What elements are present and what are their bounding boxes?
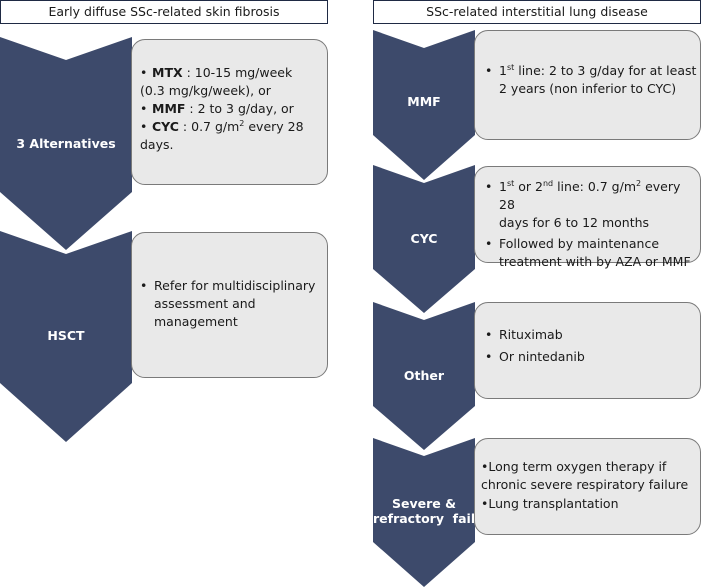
card-other: •Rituximab •Or nintedanib [474, 302, 701, 399]
chevron-cyc: CYC [373, 165, 475, 313]
chevron-other: Other [373, 302, 475, 450]
list-item-mmf: •MMF : 2 to 3 g/day, or [140, 101, 294, 116]
card-cyc: •1st or 2nd line: 0.7 g/m2 every 28 days… [474, 166, 701, 269]
list-item-oxygen-therapy: •Long term oxygen therapy if chronic sev… [481, 459, 689, 492]
chevron-shape [373, 30, 475, 180]
list-item-nintedanib: •Or nintedanib [485, 349, 585, 364]
chevron-severe-refractory: Severe & refractory failure [373, 438, 499, 587]
chevron-shape [373, 438, 475, 587]
chevron-shape [373, 165, 475, 313]
chevron-label: 3 Alternatives [16, 136, 116, 151]
list-item-lung-transplantation: •Lung transplantation [481, 496, 619, 511]
list-item-cyc-maintenance: •Followed by maintenance treatment with … [485, 236, 691, 269]
list-item-mtx: •MTX : 10-15 mg/week (0.3 mg/kg/week), o… [140, 65, 293, 98]
chevron-label: HSCT [47, 328, 85, 343]
chevron-shape [0, 37, 132, 250]
card-hsct: •Refer for multidisciplinary assessment … [131, 232, 328, 378]
card-mmf: •1st line: 2 to 3 g/day for at least 2 y… [474, 30, 701, 140]
chevron-label: Severe & refractory failure [373, 496, 499, 526]
chevron-label: MMF [407, 94, 441, 109]
right-column-header: SSc-related interstitial lung disease [373, 0, 701, 24]
left-column-header: Early diffuse SSc-related skin fibrosis [0, 0, 328, 24]
chevron-shape [0, 231, 132, 442]
chevron-label: CYC [410, 231, 438, 246]
list-item-cyc-line: •1st or 2nd line: 0.7 g/m2 every 28 days… [485, 178, 681, 230]
card-severe-refractory: •Long term oxygen therapy if chronic sev… [474, 438, 701, 535]
list-item-cyc: •CYC : 0.7 g/m2 every 28 days. [140, 118, 304, 152]
chevron-shape [373, 302, 475, 450]
chevron-3-alternatives: 3 Alternatives [0, 37, 132, 250]
chevron-label: Other [403, 368, 445, 383]
chevron-mmf: MMF [373, 30, 475, 180]
list-item-refer: •Refer for multidisciplinary assessment … [140, 278, 316, 329]
list-item-rituximab: •Rituximab [485, 327, 563, 342]
card-3-alternatives: •MTX : 10-15 mg/week (0.3 mg/kg/week), o… [131, 39, 328, 185]
chevron-hsct: HSCT [0, 231, 132, 442]
list-item-mmf-first-line: •1st line: 2 to 3 g/day for at least 2 y… [485, 62, 697, 96]
